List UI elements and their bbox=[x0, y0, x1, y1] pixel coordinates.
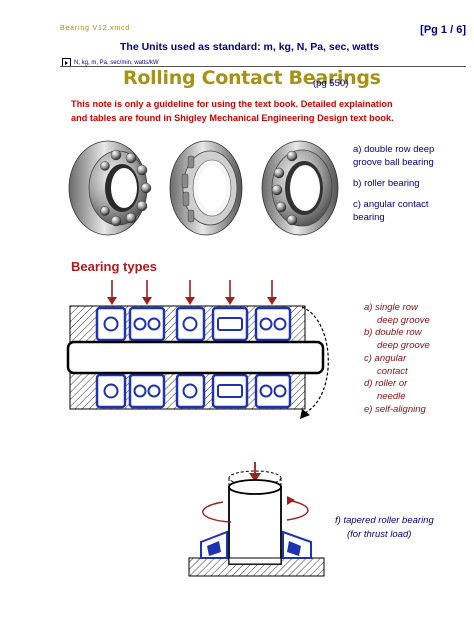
page-number: [Pg 1 / 6] bbox=[420, 24, 466, 36]
units-selector-label: N, kg, m, Pa, sec/min, watts/kW bbox=[74, 59, 159, 66]
caption-angular: c) angular contact bearing bbox=[353, 199, 429, 223]
page-title: Rolling Contact Bearings bbox=[123, 67, 381, 89]
caption-roller: b) roller bearing bbox=[353, 178, 420, 189]
curved-arrow-icon bbox=[301, 306, 329, 414]
thrust-caption-line1: f) tapered roller bearing bbox=[335, 515, 434, 526]
type-d: d) roller or bbox=[364, 378, 408, 390]
type-a: a) single row bbox=[364, 302, 418, 313]
photo-captions: a) double row deep groove ball bearing b… bbox=[353, 143, 453, 232]
thrust-caption-line2: (for thrust load) bbox=[347, 529, 412, 540]
caption-double-row: a) double row deep groove ball bearing bbox=[353, 144, 435, 168]
roller-bearing-photo bbox=[169, 140, 243, 236]
thrust-caption: f) tapered roller bearing (for thrust lo… bbox=[335, 514, 434, 542]
tapered-roller-diagram bbox=[188, 462, 325, 577]
double-row-ball-bearing-photo bbox=[68, 140, 152, 236]
bearing-types-diagram bbox=[66, 280, 329, 419]
types-list: a) single row deep groove b) double row … bbox=[364, 302, 430, 416]
type-e: e) self-aligning bbox=[364, 403, 426, 415]
type-b: b) double row bbox=[364, 327, 422, 339]
type-a-detail: deep groove bbox=[377, 314, 430, 326]
type-d-detail: needle bbox=[377, 390, 406, 402]
angular-contact-bearing-photo bbox=[261, 140, 339, 236]
type-b-detail: deep groove bbox=[377, 340, 430, 352]
bearing-types-heading: Bearing types bbox=[71, 259, 157, 274]
shaft bbox=[66, 340, 325, 375]
down-arrow-icon bbox=[107, 280, 277, 305]
type-c-detail: contact bbox=[377, 365, 408, 377]
bearing-photos bbox=[68, 140, 339, 236]
file-name: Bearing V12.xmcd bbox=[60, 25, 130, 32]
guideline-note: This note is only a guideline for using … bbox=[71, 99, 394, 123]
page-reference: (pg 550) bbox=[313, 78, 349, 89]
units-heading: The Units used as standard: m, kg, N, Pa… bbox=[120, 41, 380, 53]
divider bbox=[60, 66, 466, 67]
type-c: c) angular bbox=[364, 352, 407, 364]
